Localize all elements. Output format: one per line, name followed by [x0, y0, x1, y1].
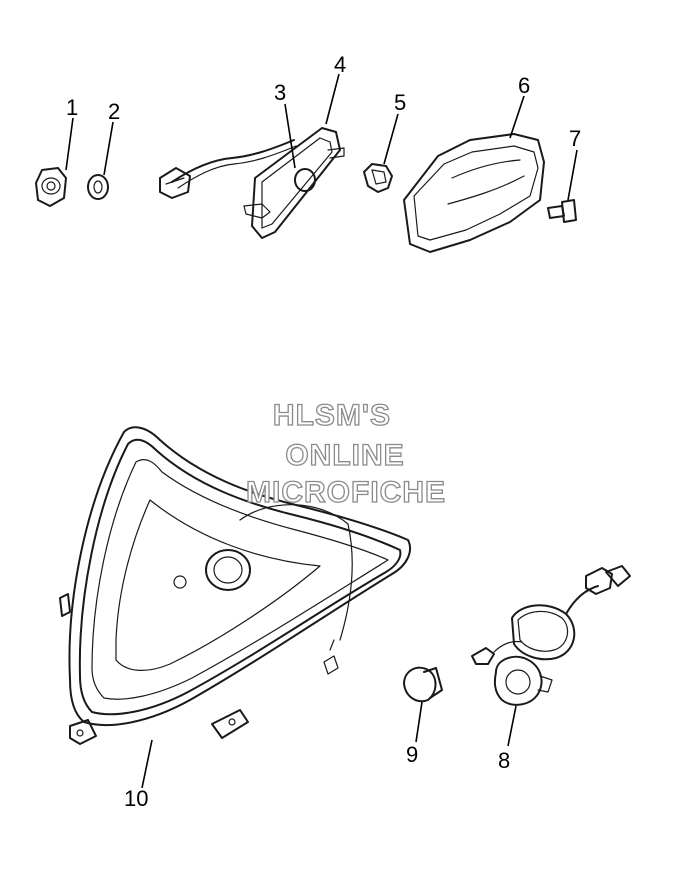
watermark-line-2: ONLINE	[285, 439, 404, 472]
callout-9: 9	[406, 742, 418, 767]
callout-4: 4	[334, 52, 346, 77]
callout-8: 8	[498, 748, 510, 773]
part-4-bracket	[159, 73, 345, 239]
callout-7: 7	[569, 126, 581, 151]
part-3-bulb	[284, 103, 316, 192]
part-1-nut	[35, 117, 74, 207]
part-7-screw	[547, 149, 578, 223]
part-2-washer	[87, 121, 114, 200]
watermark-line-3: MICROFICHE	[246, 476, 446, 509]
callout-6: 6	[518, 73, 530, 98]
callout-2: 2	[108, 99, 120, 124]
callout-10: 10	[124, 786, 148, 811]
part-6-housing	[403, 95, 545, 253]
part-9-bulb	[403, 666, 443, 743]
callout-3: 3	[274, 80, 286, 105]
part-10-headlight	[59, 426, 411, 789]
callout-1: 1	[66, 95, 78, 120]
watermark: HLSM'S ONLINE MICROFICHE	[245, 398, 446, 509]
watermark-line-1: HLSM'S	[273, 399, 391, 432]
part-8-socket	[471, 565, 631, 747]
part-5-clip	[363, 113, 399, 193]
callout-5: 5	[394, 90, 406, 115]
